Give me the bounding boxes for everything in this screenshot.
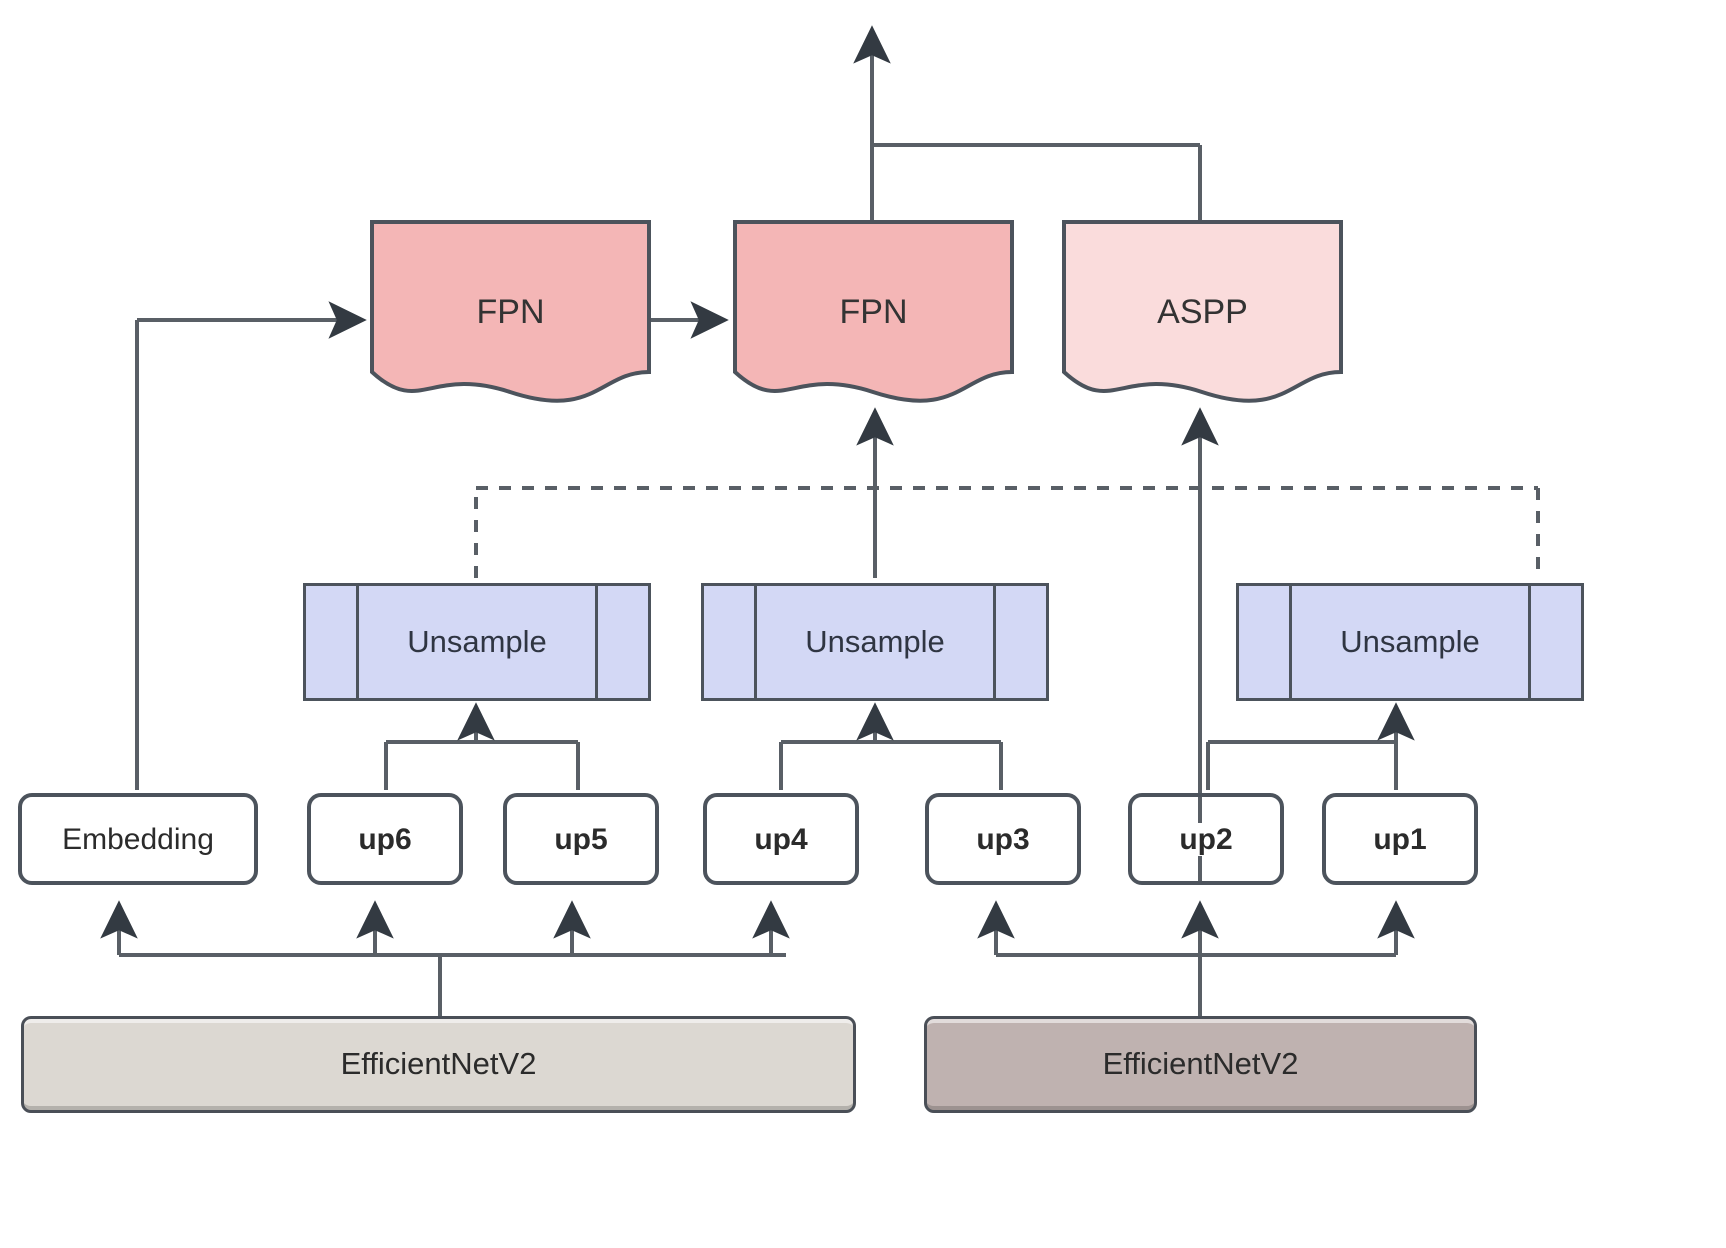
node-label: Unsample (805, 623, 945, 659)
node-up5[interactable]: up5 (503, 793, 659, 885)
node-unsample-2[interactable]: Unsample (701, 583, 1049, 701)
node-up4[interactable]: up4 (703, 793, 859, 885)
process-divider-right (595, 586, 598, 698)
node-backbone-left[interactable]: EfficientNetV2 (21, 1016, 856, 1113)
process-divider-right (993, 586, 996, 698)
process-divider-left (754, 586, 757, 698)
node-up6[interactable]: up6 (307, 793, 463, 885)
node-label: up6 (358, 822, 412, 856)
node-embedding[interactable]: Embedding (18, 793, 258, 885)
node-label: Embedding (62, 822, 214, 856)
process-divider-right (1528, 586, 1531, 698)
node-label: up3 (976, 822, 1030, 856)
node-unsample-3[interactable]: Unsample (1236, 583, 1584, 701)
node-label: up5 (554, 822, 608, 856)
node-label: up4 (754, 822, 808, 856)
node-label: up2 (1171, 822, 1241, 856)
document-shape (1062, 220, 1343, 405)
document-shape (733, 220, 1014, 405)
node-fpn-right[interactable]: FPN (733, 220, 1014, 405)
node-label: EfficientNetV2 (340, 1046, 537, 1082)
node-label: EfficientNetV2 (1102, 1046, 1299, 1082)
process-divider-left (356, 586, 359, 698)
node-label: up1 (1373, 822, 1427, 856)
node-label: Unsample (407, 623, 547, 659)
node-label: FPN (476, 292, 545, 331)
node-up3[interactable]: up3 (925, 793, 1081, 885)
process-divider-left (1289, 586, 1292, 698)
node-backbone-right[interactable]: EfficientNetV2 (924, 1016, 1477, 1113)
node-label: FPN (839, 292, 908, 331)
node-label: Unsample (1340, 623, 1480, 659)
node-aspp[interactable]: ASPP (1062, 220, 1343, 405)
document-shape (370, 220, 651, 405)
node-fpn-left[interactable]: FPN (370, 220, 651, 405)
node-label: ASPP (1157, 292, 1248, 331)
node-up1[interactable]: up1 (1322, 793, 1478, 885)
node-unsample-1[interactable]: Unsample (303, 583, 651, 701)
node-up2[interactable]: up2 (1128, 793, 1284, 885)
